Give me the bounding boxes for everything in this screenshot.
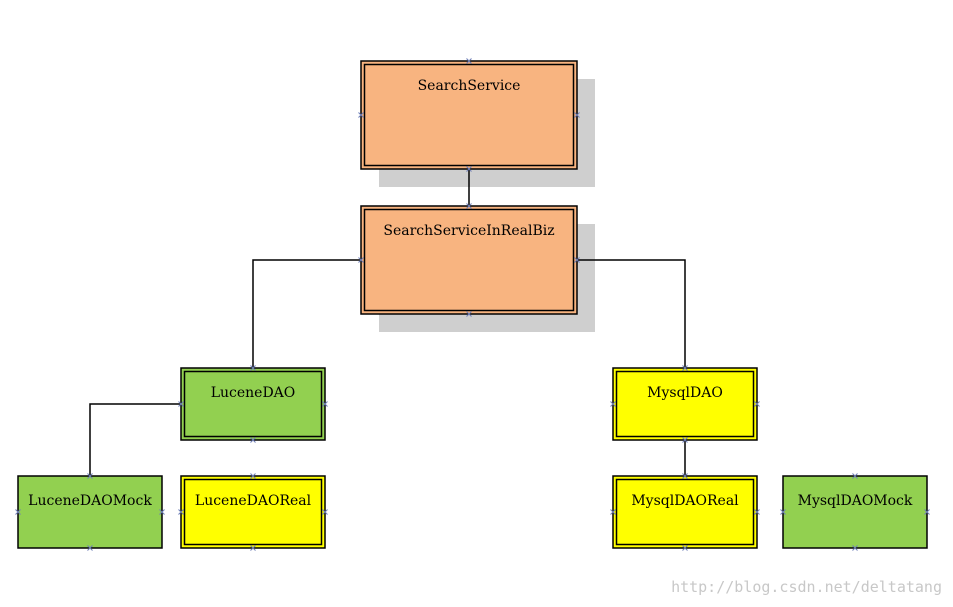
mysql-dao-mock-handle-right[interactable] bbox=[924, 509, 930, 515]
lucene-dao-mock-box bbox=[17, 475, 163, 549]
search-service-handle-top[interactable] bbox=[466, 58, 472, 64]
connector-lucene-dao-to-lucene-dao-mock bbox=[89, 403, 181, 476]
watermark-text: http://blog.csdn.net/deltatang bbox=[671, 578, 942, 596]
search-service-in-real-biz-handle-bottom[interactable] bbox=[466, 311, 472, 317]
search-service-handle-left[interactable] bbox=[358, 112, 364, 118]
mysql-dao-real-handle-left[interactable] bbox=[610, 509, 616, 515]
node-lucene-dao[interactable]: LuceneDAO bbox=[178, 365, 328, 443]
connector-search-service-in-real-biz-to-mysql-dao bbox=[577, 259, 686, 368]
node-lucene-dao-real[interactable]: LuceneDAOReal bbox=[178, 473, 328, 551]
connector-search-service-in-real-biz-to-lucene-dao bbox=[252, 259, 361, 368]
search-service-in-real-biz-handle-left[interactable] bbox=[358, 257, 364, 263]
node-search-service[interactable]: SearchService bbox=[358, 58, 580, 172]
search-service-inner-border bbox=[363, 63, 575, 167]
mysql-dao-mock-box bbox=[782, 475, 928, 549]
mysql-dao-real-label: MysqlDAOReal bbox=[631, 493, 739, 509]
mysql-dao-mock-handle-bottom[interactable] bbox=[852, 545, 858, 551]
lucene-dao-real-handle-left[interactable] bbox=[178, 509, 184, 515]
lucene-dao-handle-left[interactable] bbox=[178, 401, 184, 407]
lucene-dao-mock-label: LuceneDAOMock bbox=[28, 493, 152, 509]
lucene-dao-real-box bbox=[180, 475, 326, 549]
mysql-dao-box bbox=[612, 367, 758, 441]
mysql-dao-real-inner-border bbox=[615, 478, 755, 546]
lucene-dao-handle-right[interactable] bbox=[322, 401, 328, 407]
lucene-dao-mock-handle-top[interactable] bbox=[87, 473, 93, 479]
mysql-dao-inner-border bbox=[615, 370, 755, 438]
lucene-dao-handle-bottom[interactable] bbox=[250, 437, 256, 443]
node-mysql-dao-mock[interactable]: MysqlDAOMock bbox=[780, 473, 930, 551]
mysql-dao-mock-label: MysqlDAOMock bbox=[798, 493, 913, 509]
lucene-dao-inner-border bbox=[183, 370, 323, 438]
search-service-in-real-biz-box bbox=[360, 205, 578, 315]
mysql-dao-handle-left[interactable] bbox=[610, 401, 616, 407]
node-lucene-dao-mock[interactable]: LuceneDAOMock bbox=[15, 473, 165, 551]
lucene-dao-real-handle-bottom[interactable] bbox=[250, 545, 256, 551]
search-service-in-real-biz-label: SearchServiceInRealBiz bbox=[383, 223, 554, 239]
lucene-dao-mock-handle-bottom[interactable] bbox=[87, 545, 93, 551]
lucene-dao-real-inner-border bbox=[183, 478, 323, 546]
search-service-in-real-biz-handle-right[interactable] bbox=[574, 257, 580, 263]
lucene-dao-real-handle-right[interactable] bbox=[322, 509, 328, 515]
lucene-dao-mock-handle-right[interactable] bbox=[159, 509, 165, 515]
mysql-dao-real-box bbox=[612, 475, 758, 549]
lucene-dao-real-label: LuceneDAOReal bbox=[195, 493, 312, 509]
lucene-dao-handle-top[interactable] bbox=[250, 365, 256, 371]
mysql-dao-handle-top[interactable] bbox=[682, 365, 688, 371]
node-mysql-dao[interactable]: MysqlDAO bbox=[610, 365, 760, 443]
node-mysql-dao-real[interactable]: MysqlDAOReal bbox=[610, 473, 760, 551]
node-search-service-in-real-biz[interactable]: SearchServiceInRealBiz bbox=[358, 203, 580, 317]
lucene-dao-label: LuceneDAO bbox=[211, 385, 296, 401]
search-service-handle-bottom[interactable] bbox=[466, 166, 472, 172]
mysql-dao-handle-right[interactable] bbox=[754, 401, 760, 407]
search-service-handle-right[interactable] bbox=[574, 112, 580, 118]
mysql-dao-real-handle-right[interactable] bbox=[754, 509, 760, 515]
search-service-in-real-biz-inner-border bbox=[363, 208, 575, 312]
search-service-label: SearchService bbox=[418, 78, 521, 94]
lucene-dao-box bbox=[180, 367, 326, 441]
search-service-in-real-biz-handle-top[interactable] bbox=[466, 203, 472, 209]
lucene-dao-real-handle-top[interactable] bbox=[250, 473, 256, 479]
mysql-dao-mock-handle-top[interactable] bbox=[852, 473, 858, 479]
mysql-dao-label: MysqlDAO bbox=[647, 385, 723, 401]
mysql-dao-handle-bottom[interactable] bbox=[682, 437, 688, 443]
mysql-dao-mock-handle-left[interactable] bbox=[780, 509, 786, 515]
mysql-dao-real-handle-top[interactable] bbox=[682, 473, 688, 479]
mysql-dao-real-handle-bottom[interactable] bbox=[682, 545, 688, 551]
lucene-dao-mock-handle-left[interactable] bbox=[15, 509, 21, 515]
